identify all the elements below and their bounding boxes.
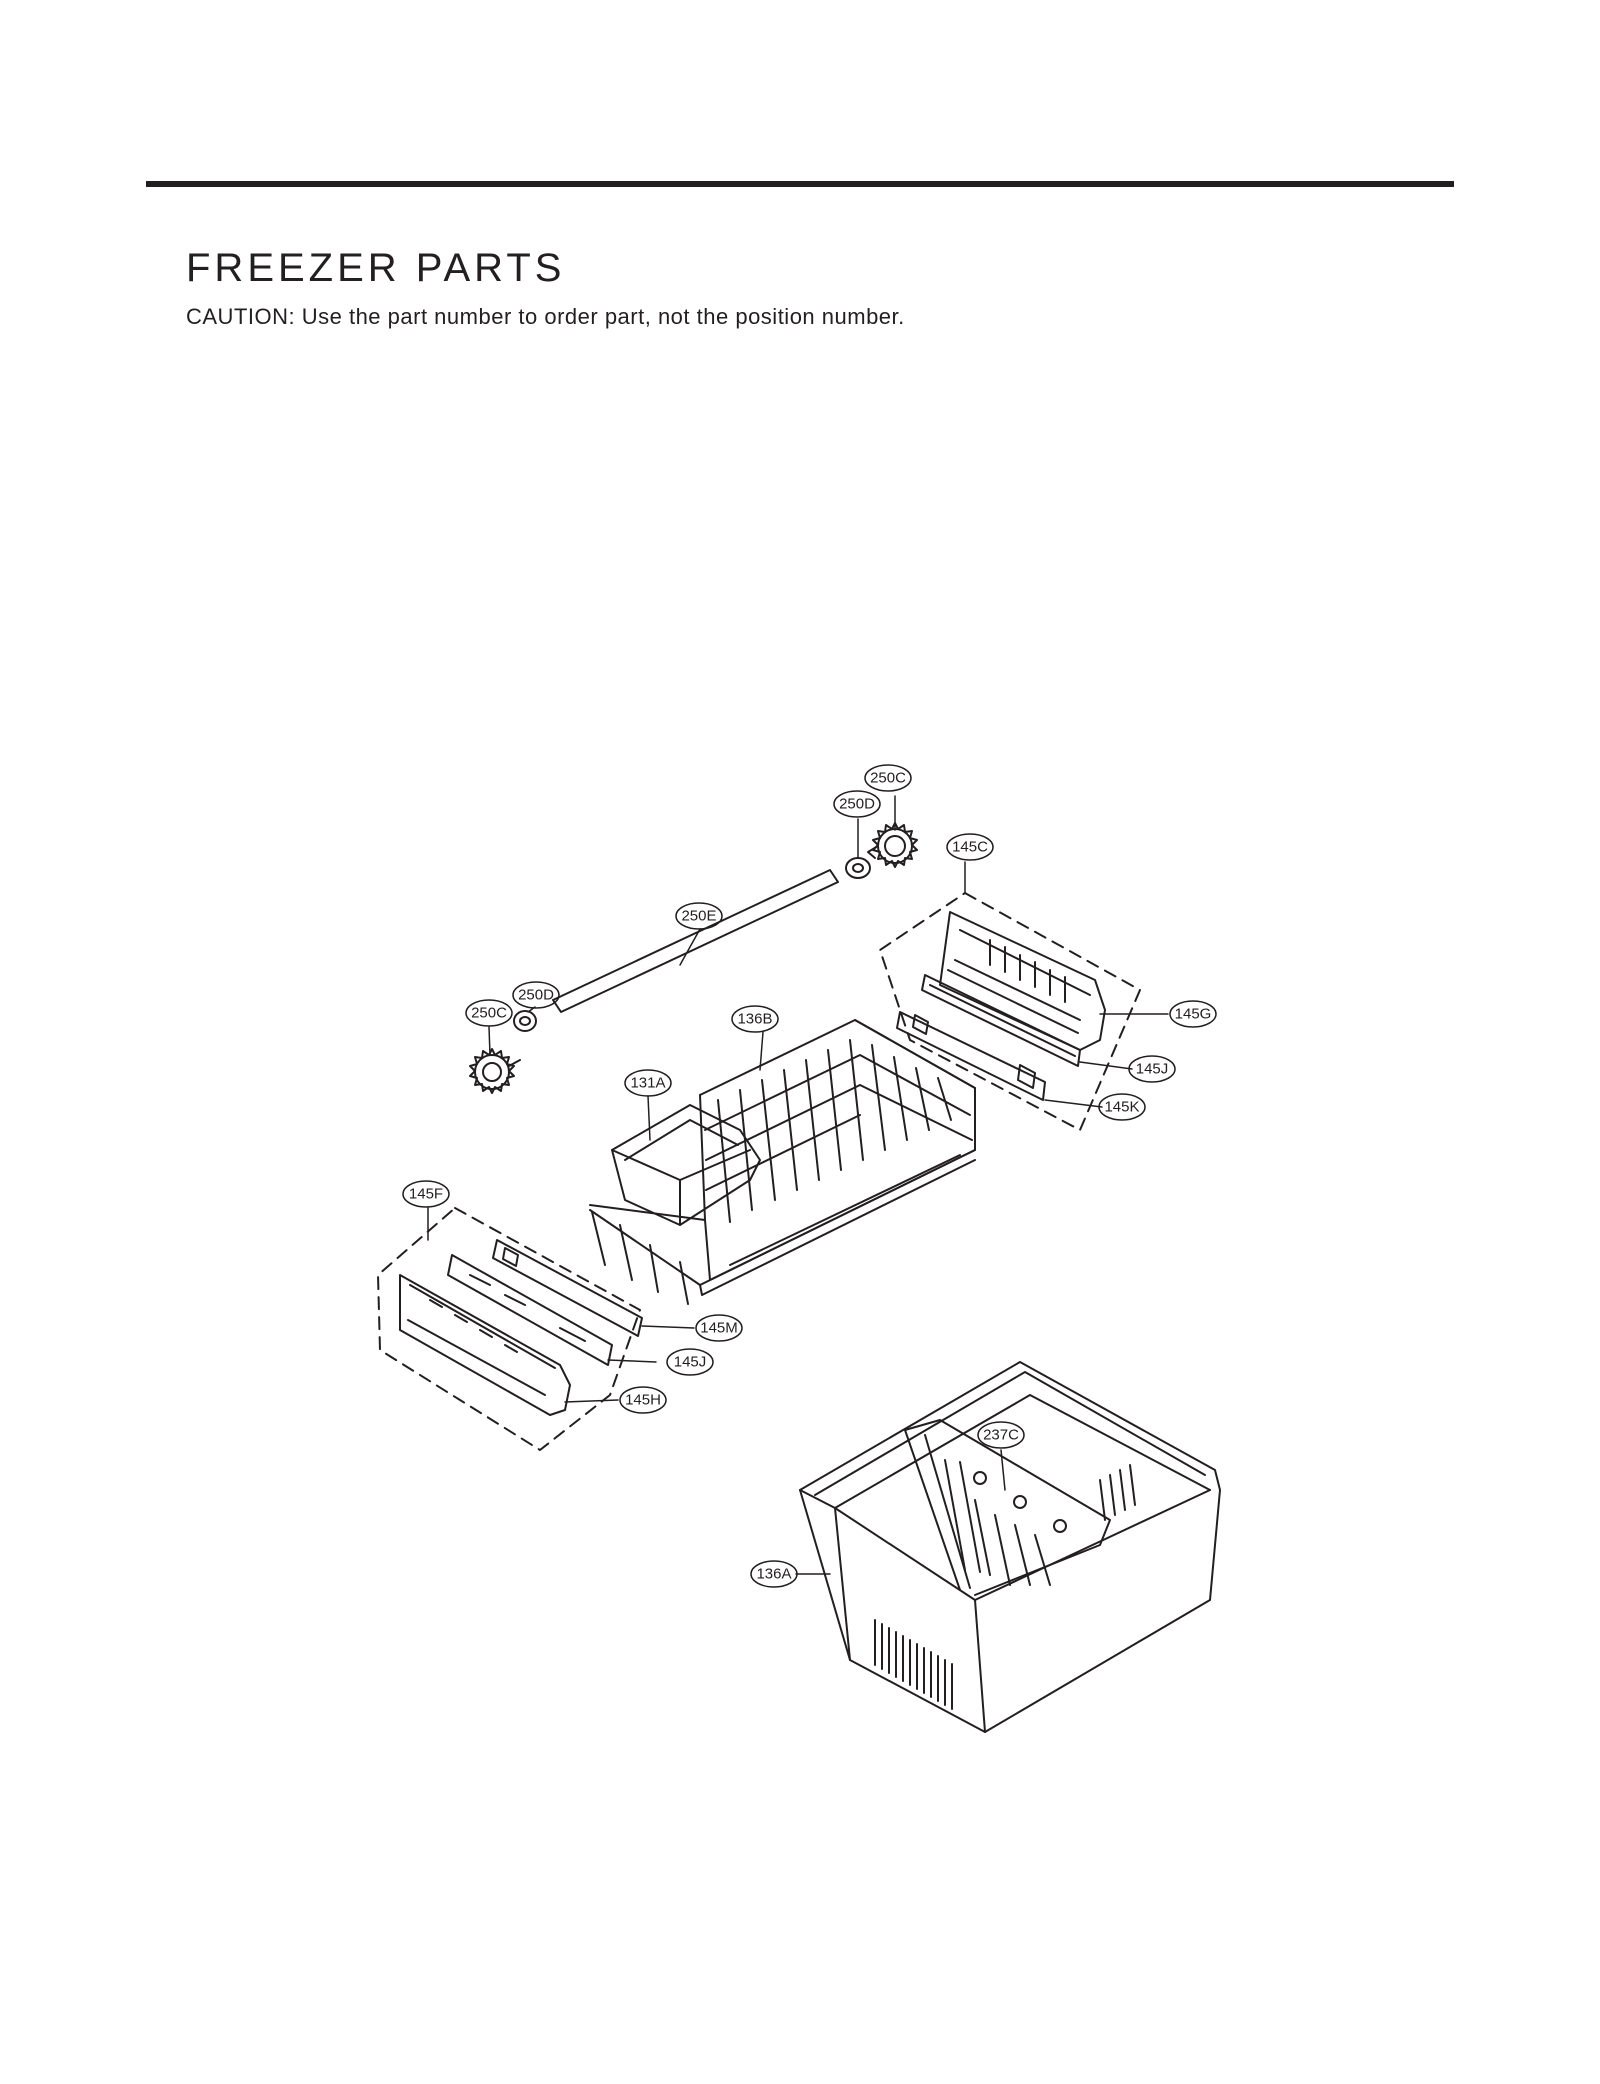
- page-title: FREEZER PARTS: [186, 246, 566, 290]
- bushing-250d-top: [845, 857, 871, 879]
- rail-rod-250e: [552, 869, 839, 1013]
- callout-136b: 136B: [737, 1011, 772, 1028]
- callout-250c-top: 250C: [870, 770, 906, 787]
- top-rule: [146, 181, 1454, 187]
- lower-basket-136a: [799, 1361, 1221, 1733]
- callout-250e: 250E: [681, 908, 716, 925]
- bushing-250d-left: [513, 1010, 537, 1032]
- gear-250c-left: [469, 1048, 521, 1094]
- callout-145h: 145H: [625, 1392, 661, 1409]
- ice-bin-131a: [611, 1104, 761, 1226]
- callout-250d-top: 250D: [839, 796, 875, 813]
- gear-250c-top: [867, 822, 918, 868]
- callout-136a: 136A: [756, 1566, 791, 1583]
- callout-145j-right: 145J: [1136, 1061, 1169, 1078]
- callout-145k: 145K: [1104, 1099, 1139, 1116]
- wire-basket-136b: [589, 1019, 976, 1305]
- callout-250c-left: 250C: [471, 1005, 507, 1022]
- callout-145g: 145G: [1175, 1006, 1212, 1023]
- drawer-slide-assembly-145f: [377, 1207, 643, 1451]
- leader-lines: [427, 795, 1169, 1575]
- callout-145c: 145C: [952, 839, 988, 856]
- callout-237c: 237C: [983, 1427, 1019, 1444]
- callout-145j-left: 145J: [674, 1354, 707, 1371]
- callout-131a: 131A: [630, 1075, 665, 1092]
- callout-145f: 145F: [409, 1186, 443, 1203]
- callout-bubbles: [402, 764, 1217, 1588]
- callout-145m: 145M: [700, 1320, 738, 1337]
- callout-250d-left: 250D: [518, 987, 554, 1004]
- drawer-slide-assembly-145c: [879, 892, 1141, 1131]
- caution-note: CAUTION: Use the part number to order pa…: [186, 304, 905, 329]
